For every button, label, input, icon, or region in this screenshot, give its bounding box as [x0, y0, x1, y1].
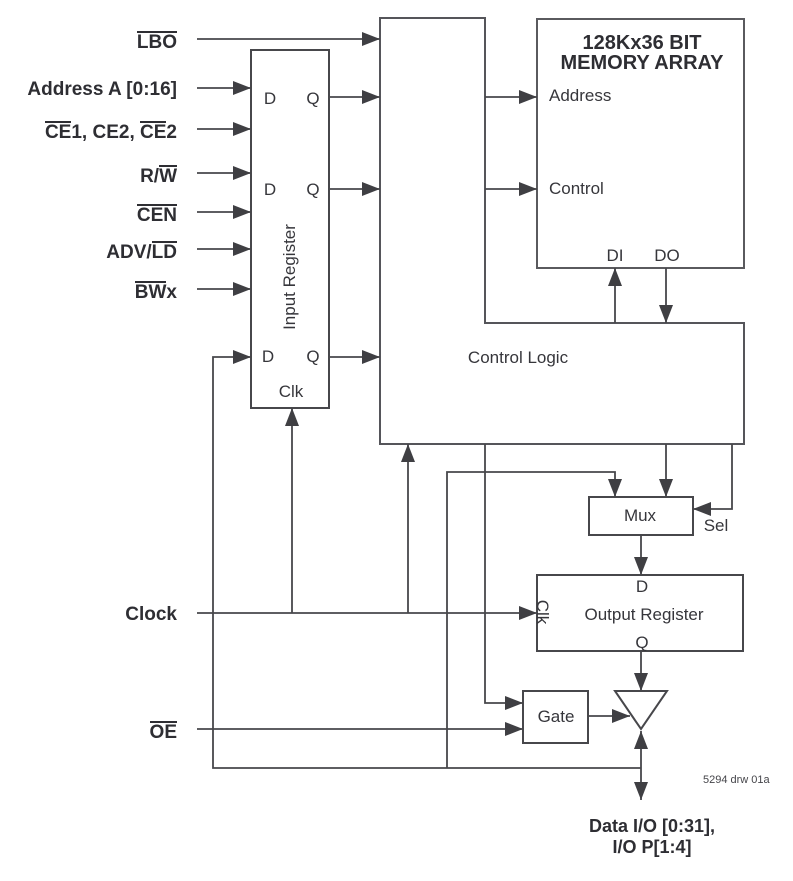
wire-data-bypass-to-mux — [446, 471, 622, 768]
memory-array-title-line1: 128Kx36 BIT — [582, 32, 702, 54]
data-io-label-line1: Data I/O [0:31], — [588, 816, 716, 836]
data-io-label: Data I/O [0:31], I/O P[1:4] — [589, 816, 715, 858]
tristate-buffer-icon — [613, 690, 669, 731]
signal-label-chip-enables: CE1, CE2, CE2 — [44, 121, 177, 143]
memory-array-title-line2: MEMORY ARRAY — [560, 52, 724, 74]
output-register-d: D — [635, 577, 649, 596]
signal-label-adv-ld: ADV/LD — [106, 241, 177, 263]
gate-box — [522, 690, 589, 744]
input-register-q3: Q — [306, 347, 320, 366]
signal-label-read-write: R/W — [140, 165, 177, 187]
data-io-label-line2: I/O P[1:4] — [612, 837, 692, 857]
input-register-q1: Q — [306, 89, 320, 108]
signal-label-oe: OE — [149, 721, 177, 743]
memory-array-box — [536, 18, 745, 269]
signal-label-address: Address A [0:16] — [27, 79, 177, 100]
memory-array-control-port: Control — [549, 179, 604, 198]
memory-array-address-port: Address — [549, 86, 612, 105]
gate-title: Gate — [537, 707, 575, 726]
signal-label-bwx: BWx — [134, 281, 177, 303]
wire-control-logic-to-gate — [484, 444, 523, 710]
memory-array-di: DI — [606, 246, 624, 265]
control-logic-box — [379, 17, 745, 445]
mux-title: Mux — [623, 506, 657, 525]
input-register-box — [250, 49, 330, 409]
wire-data-bus-to-input-register — [212, 350, 641, 769]
input-register-clk: Clk — [278, 382, 304, 401]
mux-sel-label: Sel — [703, 516, 729, 535]
input-register-title: Input Register — [280, 224, 299, 330]
mux-box — [588, 496, 694, 536]
output-register-title: Output Register — [584, 605, 704, 624]
wire-mux-sel — [693, 444, 733, 516]
output-register-clk: Clk — [533, 599, 552, 625]
signal-label-clock: Clock — [125, 604, 177, 625]
memory-array-title: 128Kx36 BIT MEMORY ARRAY — [561, 33, 724, 73]
drawing-number: 5294 drw 01a — [703, 774, 770, 786]
input-register-d2: D — [263, 180, 277, 199]
input-register-q2: Q — [306, 180, 320, 199]
control-logic-title: Control Logic — [467, 348, 569, 367]
memory-array-do: DO — [654, 246, 680, 265]
signal-label-cen: CEN — [136, 204, 177, 226]
input-register-d3: D — [261, 347, 275, 366]
signal-label-lbo: LBO — [136, 31, 177, 53]
input-register-d1: D — [263, 89, 277, 108]
output-register-q: Q — [635, 633, 649, 652]
